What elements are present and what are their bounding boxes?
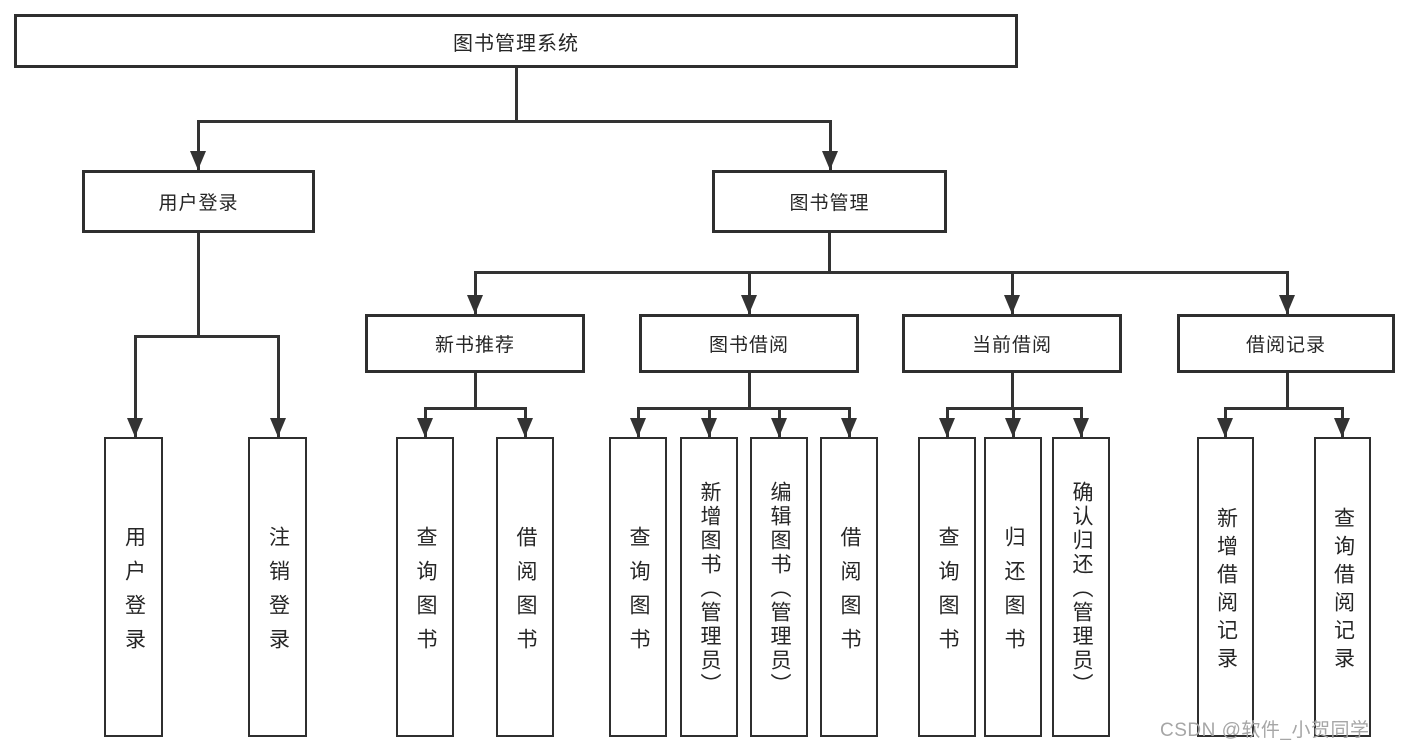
connector-line xyxy=(473,271,1289,274)
leaf-recommend-borrow-books: 借阅图书 xyxy=(496,437,554,737)
node-label: 借阅记录 xyxy=(1245,335,1326,356)
node-current-borrowing: 当前借阅 xyxy=(902,314,1122,373)
connector-line xyxy=(636,407,851,410)
leaf-user-login: 用户登录 xyxy=(104,437,163,737)
arrow-down-icon xyxy=(1334,418,1350,437)
node-borrowing-records: 借阅记录 xyxy=(1177,314,1395,373)
connector-line xyxy=(1285,373,1289,407)
connector-line xyxy=(828,120,832,170)
arrow-down-icon xyxy=(822,151,838,170)
arrow-down-icon xyxy=(1279,295,1295,314)
arrow-down-icon xyxy=(127,418,143,437)
arrow-down-icon xyxy=(1073,418,1089,437)
connector-line xyxy=(1285,271,1289,315)
arrow-down-icon xyxy=(190,151,206,170)
leaf-label: 查询图书 xyxy=(936,525,959,662)
leaf-label: 新增图书（管理员） xyxy=(698,480,721,697)
node-label: 新书推荐 xyxy=(434,335,515,356)
connector-line xyxy=(473,271,477,315)
connector-line xyxy=(196,120,832,123)
leaf-label: 编辑图书（管理员） xyxy=(768,480,791,697)
node-root-library-management-system: 图书管理系统 xyxy=(14,14,1018,68)
connector-line xyxy=(1010,373,1014,407)
leaf-query-borrow-record: 查询借阅记录 xyxy=(1314,437,1371,737)
arrow-down-icon xyxy=(771,418,787,437)
node-user-login: 用户登录 xyxy=(82,170,315,233)
leaf-label: 查询图书 xyxy=(627,525,650,662)
leaf-logout: 注销登录 xyxy=(248,437,307,737)
leaf-confirm-return-admin: 确认归还（管理员） xyxy=(1052,437,1110,737)
connector-line xyxy=(514,68,518,120)
arrow-down-icon xyxy=(939,418,955,437)
leaf-label: 查询图书 xyxy=(414,525,437,662)
arrow-down-icon xyxy=(1217,418,1233,437)
node-book-management: 图书管理 xyxy=(712,170,947,233)
connector-line xyxy=(1223,407,1344,410)
connector-line xyxy=(827,233,831,271)
node-new-book-recommend: 新书推荐 xyxy=(365,314,585,373)
leaf-label: 注销登录 xyxy=(266,525,290,662)
arrow-down-icon xyxy=(701,418,717,437)
connector-line xyxy=(276,335,280,437)
leaf-edit-book-admin: 编辑图书（管理员） xyxy=(750,437,808,737)
leaf-label: 确认归还（管理员） xyxy=(1070,480,1093,697)
node-label: 图书管理系统 xyxy=(453,32,579,55)
leaf-label: 新增借阅记录 xyxy=(1214,506,1238,675)
leaf-add-book-admin: 新增图书（管理员） xyxy=(680,437,738,737)
arrow-down-icon xyxy=(741,295,757,314)
leaf-label: 借阅图书 xyxy=(838,525,861,662)
connector-line xyxy=(747,373,751,407)
node-label: 用户登录 xyxy=(158,193,239,214)
node-label: 图书借阅 xyxy=(708,335,789,356)
leaf-current-query-books: 查询图书 xyxy=(918,437,976,737)
csdn-watermark: CSDN @软件_小贺同学 xyxy=(1160,720,1370,741)
connector-line xyxy=(1010,271,1014,315)
arrow-down-icon xyxy=(517,418,533,437)
leaf-borrowing-borrow-books: 借阅图书 xyxy=(820,437,878,737)
arrow-down-icon xyxy=(1005,418,1021,437)
connector-line xyxy=(133,335,280,338)
leaf-return-books: 归还图书 xyxy=(984,437,1042,737)
node-label: 图书管理 xyxy=(789,193,870,214)
leaf-add-borrow-record: 新增借阅记录 xyxy=(1197,437,1254,737)
connector-line xyxy=(747,271,751,315)
connector-line xyxy=(133,335,137,437)
arrow-down-icon xyxy=(630,418,646,437)
node-label: 当前借阅 xyxy=(971,335,1052,356)
leaf-label: 用户登录 xyxy=(122,525,146,662)
connector-line xyxy=(473,373,477,407)
node-book-borrowing: 图书借阅 xyxy=(639,314,859,373)
leaf-label: 借阅图书 xyxy=(514,525,537,662)
arrow-down-icon xyxy=(467,295,483,314)
connector-line xyxy=(196,120,200,170)
arrow-down-icon xyxy=(1004,295,1020,314)
leaf-label: 归还图书 xyxy=(1002,525,1025,662)
leaf-recommend-query-books: 查询图书 xyxy=(396,437,454,737)
arrow-down-icon xyxy=(270,418,286,437)
leaf-label: 查询借阅记录 xyxy=(1331,506,1355,675)
arrow-down-icon xyxy=(417,418,433,437)
arrow-down-icon xyxy=(841,418,857,437)
connector-line xyxy=(196,233,200,335)
leaf-borrowing-query-books: 查询图书 xyxy=(609,437,667,737)
connector-line xyxy=(423,407,527,410)
